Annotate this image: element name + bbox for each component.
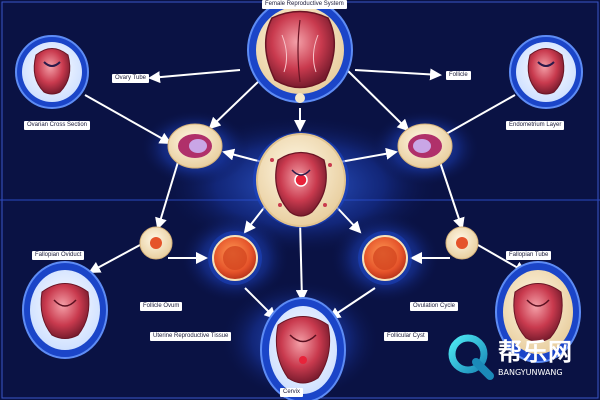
bottom-left-wide-label: Uterine Reproductive Tissue [150, 332, 232, 341]
bottom-right-organ-node [495, 261, 581, 363]
watermark-chinese: 帮乐网 [498, 338, 573, 366]
left-ovary-node [167, 123, 223, 169]
top-left-small-label: Ovary Tube [112, 74, 150, 83]
watermark-latin: BANGYUNWANG [498, 368, 563, 377]
bottom-left-organ-node [22, 261, 108, 359]
right-follicle-node [445, 226, 479, 260]
title-label: Female Reproductive System [262, 0, 347, 9]
left-mid-label: Fallopian Oviduct [32, 251, 85, 260]
lower-left-label: Follicle Ovum [140, 302, 183, 311]
bottom-right-wide-label: Follicular Cyst [384, 332, 428, 341]
bottom-center-label: Cervix [280, 388, 304, 397]
right-ovary-node [397, 123, 453, 169]
left-follicle-node [139, 226, 173, 260]
top-left-organ-node [15, 35, 89, 109]
left-orange-follicle-node [208, 231, 262, 285]
top-uterus-node [247, 0, 353, 103]
right-organ-label: Endometrium Layer [506, 121, 565, 130]
top-right-organ-node [509, 35, 583, 109]
center-uterus-node [253, 132, 349, 228]
right-orange-follicle-node [358, 231, 412, 285]
connector-arrows [84, 67, 527, 320]
left-organ-label: Ovarian Cross Section [24, 121, 91, 130]
lower-right-label: Ovulation Cycle [410, 302, 459, 311]
bottom-center-organ-node [260, 297, 346, 400]
top-right-small-label: Follicle [446, 71, 471, 80]
right-mid-label: Fallopian Tube [506, 251, 552, 260]
watermark: 帮乐网 BANGYUNWANG [446, 328, 586, 388]
q-magnifier-logo-icon [448, 334, 494, 380]
